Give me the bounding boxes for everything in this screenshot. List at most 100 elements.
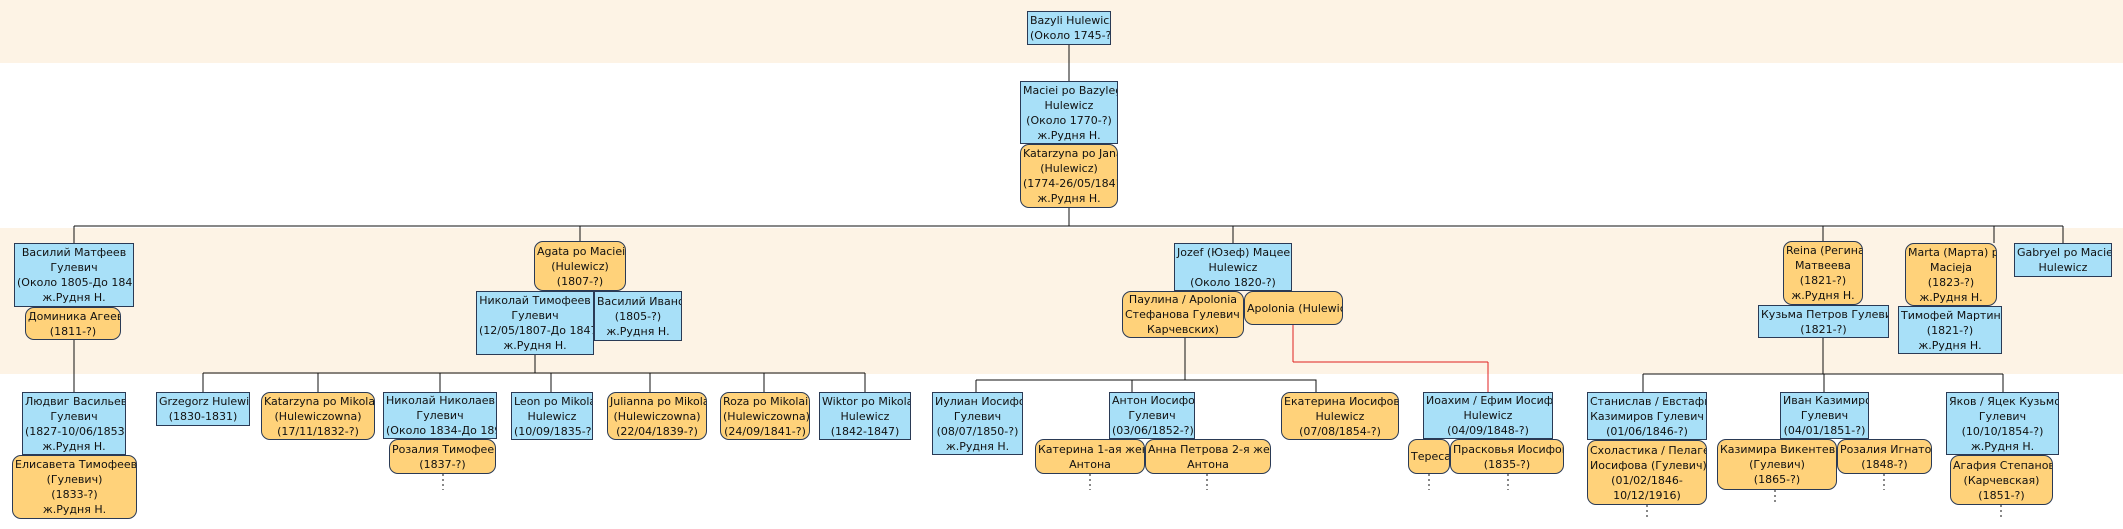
person-bazyli-hulewicz[interactable]: Bazyli Hulewicz (Около 1745-?) (1027, 11, 1111, 45)
node-line: (Карчевская) (1963, 473, 2040, 487)
person-vasily-gulevich[interactable]: Василий Матфеев Гулевич (Около 1805-До 1… (14, 243, 134, 307)
node-line: Антона (1069, 457, 1111, 471)
person-timofey-martinov[interactable]: Тимофей Мартинов (1821-?) ж.Рудня Н. (1898, 306, 2002, 354)
node-line: (17/11/1832-?) (277, 424, 359, 438)
person-katerina-wife-1[interactable]: Катерина 1-ая жена Антона (1035, 439, 1145, 474)
person-ludvig-gulevich[interactable]: Людвиг Васильев Гулевич (1827-10/06/1853… (22, 392, 126, 455)
person-rozaliya-ignatova[interactable]: Розалия Игнатова (1848-?) (1837, 439, 1932, 474)
node-line: (04/09/1848-?) (1447, 424, 1529, 437)
person-praskovya-iosifova[interactable]: Прасковья Иосифова (1835-?) (1450, 439, 1564, 474)
person-anton-gulevich[interactable]: Антон Иосифов Гулевич (03/06/1852-?) (1109, 392, 1195, 439)
person-maciei-hulewicz[interactable]: Maciei po Bazylego Hulewicz (Около 1770-… (1020, 81, 1118, 144)
node-line: Стефанова Гулевич (с (1125, 308, 1244, 321)
node-line: Julianna po Mikolaia (610, 394, 706, 408)
node-line: Hulewicz (1208, 260, 1258, 274)
person-teresa[interactable]: Тереса (1408, 439, 1450, 474)
person-dominika-ageeva[interactable]: Доминика Агеева (1811-?) (25, 307, 121, 340)
node-line: Гулевич (953, 409, 1002, 423)
person-ivan-gulevich[interactable]: Иван Казимиров Гулевич (04/01/1851-?) (1780, 392, 1869, 439)
person-paulina-gulevich[interactable]: Паулина / Apolonia Стефанова Гулевич (с … (1122, 291, 1244, 338)
node-line: (Гулевич) (1749, 458, 1805, 471)
node-line: Marta (Марта) po (1908, 245, 1997, 259)
person-leon-hulewicz[interactable]: Leon po Mikolaia Hulewicz (10/09/1835-?) (511, 392, 593, 440)
person-katarzyna-mikolaia[interactable]: Katarzyna po Mikolaia (Hulewiczowna) (17… (261, 392, 375, 440)
person-roza-mikolaia[interactable]: Roza po Mikolaia (Hulewiczowna) (24/09/1… (720, 392, 810, 440)
line-nikolay-children (202, 355, 866, 392)
node-line: (22/04/1839-?) (616, 424, 698, 438)
person-stanislav-gulevich[interactable]: Станислав / Евстафий Казимиров Гулевич (… (1587, 392, 1707, 440)
node-line: (1842-1847) (830, 424, 900, 438)
node-line: (Около 1745-?) (1030, 29, 1111, 42)
person-grzegorz-hulewicz[interactable]: Grzegorz Hulewicz (1830-1831) (156, 392, 250, 426)
person-nikolay-nikolaev[interactable]: Николай Николаев Гулевич (Около 1834-До … (383, 392, 497, 439)
person-reina-matveeva[interactable]: Reina (Регина) Матвеева (1821-?) ж.Рудня… (1783, 241, 1863, 305)
node-line: ж.Рудня Н. (1970, 439, 2035, 453)
node-line: Карчевских) (1147, 323, 1219, 336)
person-elisaveta-timofeevna[interactable]: Елисавета Тимофеевна (Гулевич) (1833-?) … (12, 455, 137, 519)
person-anna-wife-2[interactable]: Анна Петрова 2-я жена Антона (1145, 439, 1271, 474)
person-marta-macieja[interactable]: Marta (Марта) po Macieja (1823-?) ж.Рудн… (1905, 243, 1997, 306)
person-kazimira-vikentevna[interactable]: Казимира Викентевна (Гулевич) (1865-?) (1717, 439, 1837, 490)
node-line: Иосифова (Гулевич) (1590, 458, 1707, 472)
node-line: ж.Рудня Н. (1791, 289, 1855, 302)
person-ioakhim-hulewicz[interactable]: Иоахим / Ефим Иосифов Hulewicz (04/09/18… (1423, 392, 1553, 439)
node-line: Гулевич (416, 409, 464, 422)
node-line: Казимиров Гулевич (1590, 409, 1704, 423)
node-line: Схоластика / Пелагея (1590, 443, 1707, 457)
person-rozaliya-timofeeva[interactable]: Розалия Тимофеева (1837-?) (389, 439, 496, 474)
person-yakov-gulevich[interactable]: Яков / Яцек Кузьмов Гулевич (10/10/1854-… (1946, 392, 2059, 455)
node-line: Кузьма Петров Гулевич (1761, 307, 1889, 321)
node-line: (01/02/1846- (1611, 473, 1683, 487)
node-line: Николай Николаев (386, 394, 496, 407)
node-line: Leon po Mikolaia (514, 394, 592, 408)
node-line: Иван Казимиров (1783, 394, 1869, 407)
node-line: (01/06/1846-?) (1606, 424, 1688, 438)
person-apolonia-hulewicz[interactable]: Apolonia (Hulewicz) (1244, 291, 1343, 325)
node-line: (1865-?) (1753, 473, 1801, 486)
person-julianna-mikolaia[interactable]: Julianna po Mikolaia (Hulewiczowna) (22/… (607, 392, 707, 440)
node-line: (12/05/1807-До 1847) (479, 324, 594, 337)
node-line: (1811-?) (49, 324, 97, 338)
node-line: Агафия Степанова (1953, 458, 2053, 472)
node-line: Roza po Mikolaia (723, 394, 810, 408)
person-vasily-ivanov[interactable]: Василий Иванов (1805-?) ж.Рудня Н. (594, 291, 682, 341)
person-skholastika-iosifova[interactable]: Схоластика / Пелагея Иосифова (Гулевич) … (1587, 440, 1707, 505)
node-line: Антон Иосифов (1112, 394, 1195, 407)
node-line: (04/01/1851-?) (1783, 424, 1866, 437)
person-agata-hulewicz[interactable]: Agata po Macieia (Hulewicz) (1807-?) (534, 241, 626, 291)
person-ekaterina-hulewicz[interactable]: Екатерина Иосифова Hulewicz (07/08/1854-… (1281, 392, 1399, 440)
node-line: (Гулевич) (46, 473, 103, 486)
node-line: ж.Рудня Н. (42, 439, 106, 453)
person-gabryel-hulewicz[interactable]: Gabryel po Macieja Hulewicz (2014, 243, 2112, 277)
person-kuzma-gulevich[interactable]: Кузьма Петров Гулевич (1821-?) (1758, 305, 1889, 338)
person-wiktor-hulewicz[interactable]: Wiktor po Mikolaia Hulewicz (1842-1847) (819, 392, 911, 440)
node-line: (07/08/1854-?) (1299, 424, 1381, 438)
node-line: (08/07/1850-?) (936, 424, 1019, 438)
node-line: ж.Рудня Н. (1037, 128, 1101, 142)
node-line: ж.Рудня Н. (1037, 192, 1101, 205)
generation-band-3 (0, 228, 2123, 374)
person-agafiya-stepanova[interactable]: Агафия Степанова (Карчевская) (1851-?) (1950, 455, 2053, 505)
node-line: (Hulewicz) (1040, 162, 1098, 175)
person-katarzyna-hulewicz[interactable]: Katarzyna po Jana (Hulewicz) (1774-26/05… (1020, 144, 1118, 208)
node-line: (Около 1834-До 1894) (386, 424, 496, 437)
node-line: Людвиг Васильев (25, 394, 126, 408)
person-iulian-gulevich[interactable]: Иулиан Иосифов Гулевич (08/07/1850-?) ж.… (932, 392, 1023, 455)
person-jozef-hulewicz[interactable]: Jozef (Юзеф) Мацеев Hulewicz (Около 1820… (1174, 243, 1292, 291)
node-line: Гулевич (50, 261, 98, 274)
line-kuzma-children (1642, 338, 2004, 392)
node-line: Macieja (1930, 260, 1972, 274)
node-line: Hulewicz (1044, 98, 1094, 112)
node-line: (Около 1770-?) (1026, 113, 1112, 127)
node-line: Гулевич (1978, 409, 2027, 423)
node-line: Прасковья Иосифова (1453, 442, 1564, 456)
node-line: Katarzyna po Jana (1023, 147, 1118, 160)
node-line: (Hulewiczowna) (723, 409, 810, 423)
node-line: Василий Иванов (597, 294, 682, 308)
person-nikolay-timofeev[interactable]: Николай Тимофеев Гулевич (12/05/1807-До … (476, 291, 594, 355)
node-line: Тимофей Мартинов (1901, 308, 2001, 322)
node-line: Антона (1187, 457, 1229, 471)
node-line: Гулевич (511, 309, 559, 322)
node-line: Maciei po Bazylego (1023, 83, 1117, 97)
node-line: (1805-?) (614, 309, 662, 323)
